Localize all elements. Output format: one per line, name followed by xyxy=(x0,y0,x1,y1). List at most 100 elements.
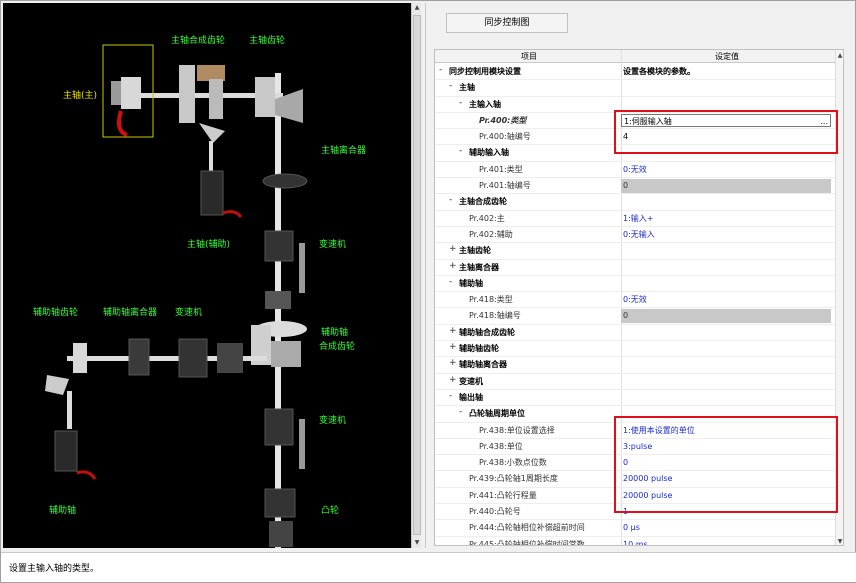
parameter-value[interactable]: 1:输入+ xyxy=(623,213,654,223)
collapse-icon[interactable]: - xyxy=(449,81,453,92)
cam-icon xyxy=(264,488,296,547)
expand-icon[interactable]: + xyxy=(449,342,457,353)
parameter-value[interactable]: 0:无输入 xyxy=(623,229,655,239)
label-main-shaft-main: 主轴(主) xyxy=(63,91,98,101)
grid-scroll-up-icon[interactable]: ▲ xyxy=(837,52,843,59)
parameter-row[interactable]: Pr.402:辅助 0:无输入 xyxy=(435,227,837,244)
grid-scrollbar[interactable]: ▲ ▼ xyxy=(835,50,843,545)
parameter-name: 同步控制用模块设置 xyxy=(449,67,521,76)
parameter-name: Pr.400:类型 xyxy=(479,115,527,125)
parameter-name: 辅助轴离合器 xyxy=(459,360,507,370)
parameter-name: 凸轮轴周期单位 xyxy=(469,409,525,419)
transmission-3-icon xyxy=(264,408,305,469)
parameter-row[interactable]: +辅助轴合成齿轮 xyxy=(435,325,837,342)
parameter-row[interactable]: Pr.400:类型 1:伺服输入轴... xyxy=(435,113,837,130)
parameter-row[interactable]: +变速机 xyxy=(435,374,837,390)
parameter-row[interactable]: -输出轴 xyxy=(435,390,837,407)
label-transmission-1: 变速机 xyxy=(319,240,347,250)
scroll-up-icon[interactable]: ▲ xyxy=(414,4,420,11)
parameter-value[interactable]: 10 ms xyxy=(623,539,648,546)
parameter-value[interactable]: 0:无效 xyxy=(623,164,647,174)
parameter-row[interactable]: -主输入轴 xyxy=(435,97,837,113)
label-aux-shaft-clutch: 辅助轴离合器 xyxy=(103,308,158,318)
transmission-1-icon xyxy=(264,230,305,309)
collapse-icon[interactable]: - xyxy=(439,65,443,75)
collapse-icon[interactable]: - xyxy=(459,97,463,108)
parameter-value[interactable]: 0 xyxy=(621,309,831,324)
label-main-shaft-aux: 主轴(辅助) xyxy=(187,240,231,250)
parameter-value xyxy=(621,375,831,389)
collapse-icon[interactable]: - xyxy=(449,276,453,287)
parameter-name: 主轴离合器 xyxy=(459,262,499,272)
parameter-row[interactable]: -同步控制用模块设置 设置各模块的参数。 xyxy=(435,64,837,81)
parameter-row[interactable]: +主轴离合器 xyxy=(435,260,837,276)
parameter-value[interactable]: 设置各模块的参数。 xyxy=(623,67,695,76)
parameter-row[interactable]: Pr.441:凸轮行程量 20000 pulse xyxy=(435,488,837,505)
aux-horizontal-shaft xyxy=(67,356,267,361)
parameter-row[interactable]: Pr.401:轴编号 0 xyxy=(435,178,837,195)
parameter-value[interactable]: 3:pulse xyxy=(623,441,653,451)
parameter-value[interactable]: 0 xyxy=(623,458,629,468)
sync-control-diagram[interactable]: 主轴合成齿轮 主轴齿轮 主轴(主) 主轴离合器 主轴(辅助) 变速机 辅助轴齿轮… xyxy=(3,3,411,548)
scroll-down-icon[interactable]: ▼ xyxy=(414,539,420,546)
collapse-icon[interactable]: - xyxy=(459,407,463,418)
parameter-row[interactable]: -主轴 xyxy=(435,80,837,97)
expand-icon[interactable]: + xyxy=(449,244,457,255)
parameter-row[interactable]: +主轴齿轮 xyxy=(435,243,837,260)
collapse-icon[interactable]: - xyxy=(449,390,453,401)
parameter-value[interactable]: 1:使用本设置的单位 xyxy=(623,425,695,435)
parameter-value[interactable]: 0:无效 xyxy=(623,295,647,305)
parameter-value[interactable]: 4 xyxy=(623,132,629,142)
scroll-thumb[interactable] xyxy=(413,15,421,535)
main-aux-motor-icon xyxy=(199,123,243,218)
parameter-row[interactable]: -辅助轴 xyxy=(435,276,837,293)
parameter-value[interactable]: 0 μs xyxy=(623,523,640,533)
parameter-row[interactable]: -主轴合成齿轮 xyxy=(435,194,837,211)
parameter-value[interactable]: 20000 pulse xyxy=(623,490,673,500)
sync-control-diagram-button[interactable]: 同步控制图 xyxy=(446,13,568,33)
expand-icon[interactable]: + xyxy=(449,325,457,336)
parameter-name: 主轴合成齿轮 xyxy=(459,197,507,207)
label-transmission-2: 变速机 xyxy=(175,308,203,318)
diagram-scrollbar[interactable]: ▲ ▼ xyxy=(411,3,421,548)
main-vertical-shaft xyxy=(275,73,281,548)
parameter-name: Pr.401:轴编号 xyxy=(479,181,531,191)
parameter-value[interactable]: 1:伺服输入轴... xyxy=(621,113,831,127)
aux-composite-gear-icon xyxy=(251,321,307,367)
parameter-row[interactable]: -凸轮轴周期单位 xyxy=(435,406,837,423)
parameter-name: Pr.441:凸轮行程量 xyxy=(469,490,537,500)
label-main-clutch: 主轴离合器 xyxy=(321,146,367,156)
parameter-row[interactable]: +辅助轴离合器 xyxy=(435,357,837,374)
parameter-value xyxy=(621,81,831,95)
header-value[interactable]: 设定值 xyxy=(715,52,739,61)
ellipsis-button[interactable]: ... xyxy=(820,116,828,126)
main-composite-gear-icon xyxy=(179,65,225,123)
collapse-icon[interactable]: - xyxy=(449,195,453,206)
parameter-name: 输出轴 xyxy=(459,392,483,402)
highlight-box-cam-settings xyxy=(614,416,838,513)
transmission-2-icon xyxy=(178,338,243,378)
expand-icon[interactable]: + xyxy=(449,358,457,369)
parameter-value[interactable]: 0 xyxy=(621,179,831,194)
grid-scroll-down-icon[interactable]: ▼ xyxy=(837,538,843,545)
header-item[interactable]: 项目 xyxy=(521,52,537,61)
collapse-icon[interactable]: - xyxy=(459,146,463,157)
parameter-value[interactable]: 20000 pulse xyxy=(623,474,673,484)
expand-icon[interactable]: + xyxy=(449,260,457,271)
parameter-name: Pr.402:辅助 xyxy=(469,229,513,239)
parameter-row[interactable]: +辅助轴齿轮 xyxy=(435,341,837,358)
expand-icon[interactable]: + xyxy=(449,374,457,385)
parameter-row[interactable]: -辅助输入轴 xyxy=(435,145,837,162)
parameter-value xyxy=(621,277,831,291)
